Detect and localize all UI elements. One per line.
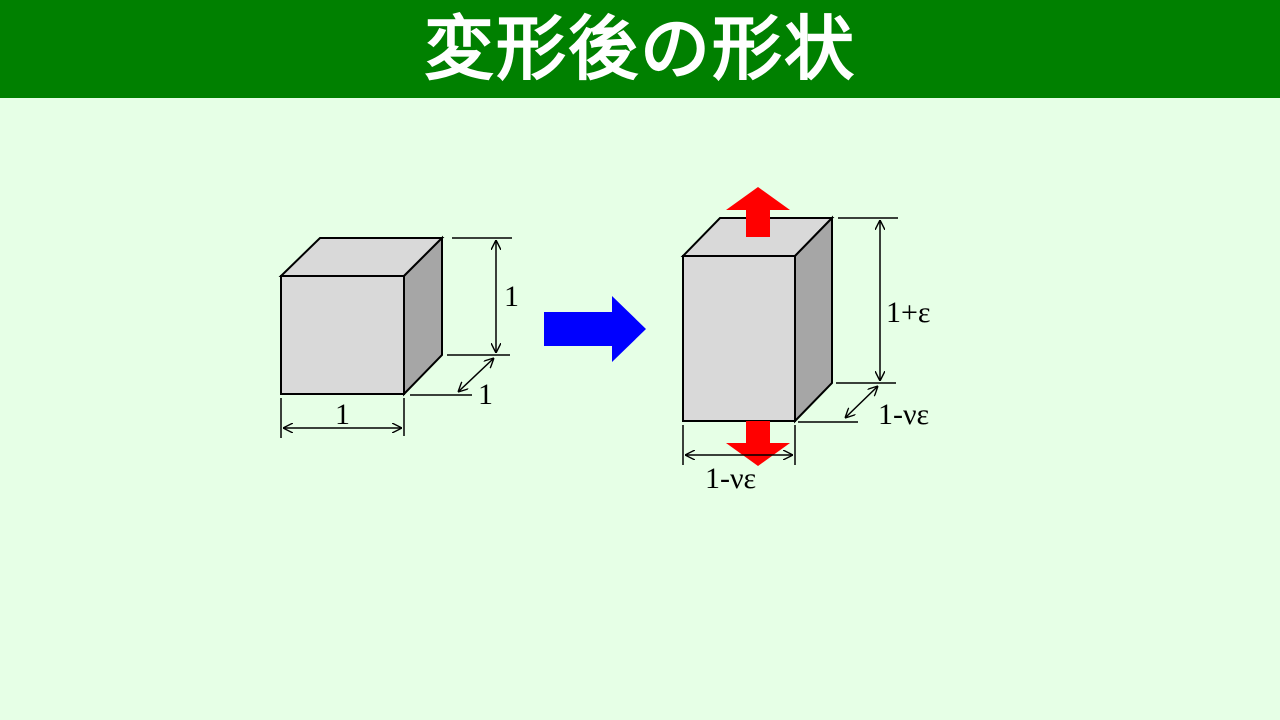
- original-height-dimension: 1: [447, 237, 519, 356]
- original-depth-label: 1: [478, 378, 493, 411]
- page-title: 変形後の形状: [424, 8, 856, 90]
- header-bar: 変形後の形状: [0, 0, 1280, 98]
- original-cube-front: [280, 275, 405, 395]
- arrow-up-icon: [726, 187, 790, 237]
- arrow-right-icon: [544, 296, 646, 362]
- original-depth-dimension: 1: [410, 358, 494, 411]
- original-height-label: 1: [504, 280, 519, 313]
- deformed-box-front: [682, 255, 796, 422]
- deformed-depth-dimension: 1-νε: [798, 386, 929, 431]
- deformed-box: [680, 215, 835, 424]
- arrow-down-icon: [726, 421, 790, 466]
- original-width-dimension: 1: [280, 398, 405, 438]
- original-cube: [278, 235, 445, 397]
- deformed-height-label: 1+ε: [886, 296, 931, 329]
- deformed-width-label: 1-νε: [705, 462, 756, 495]
- deformed-height-dimension: 1+ε: [836, 217, 931, 384]
- deformed-width-dimension: 1-νε: [682, 425, 796, 495]
- original-width-label: 1: [335, 398, 350, 431]
- deformed-depth-label: 1-νε: [878, 398, 929, 431]
